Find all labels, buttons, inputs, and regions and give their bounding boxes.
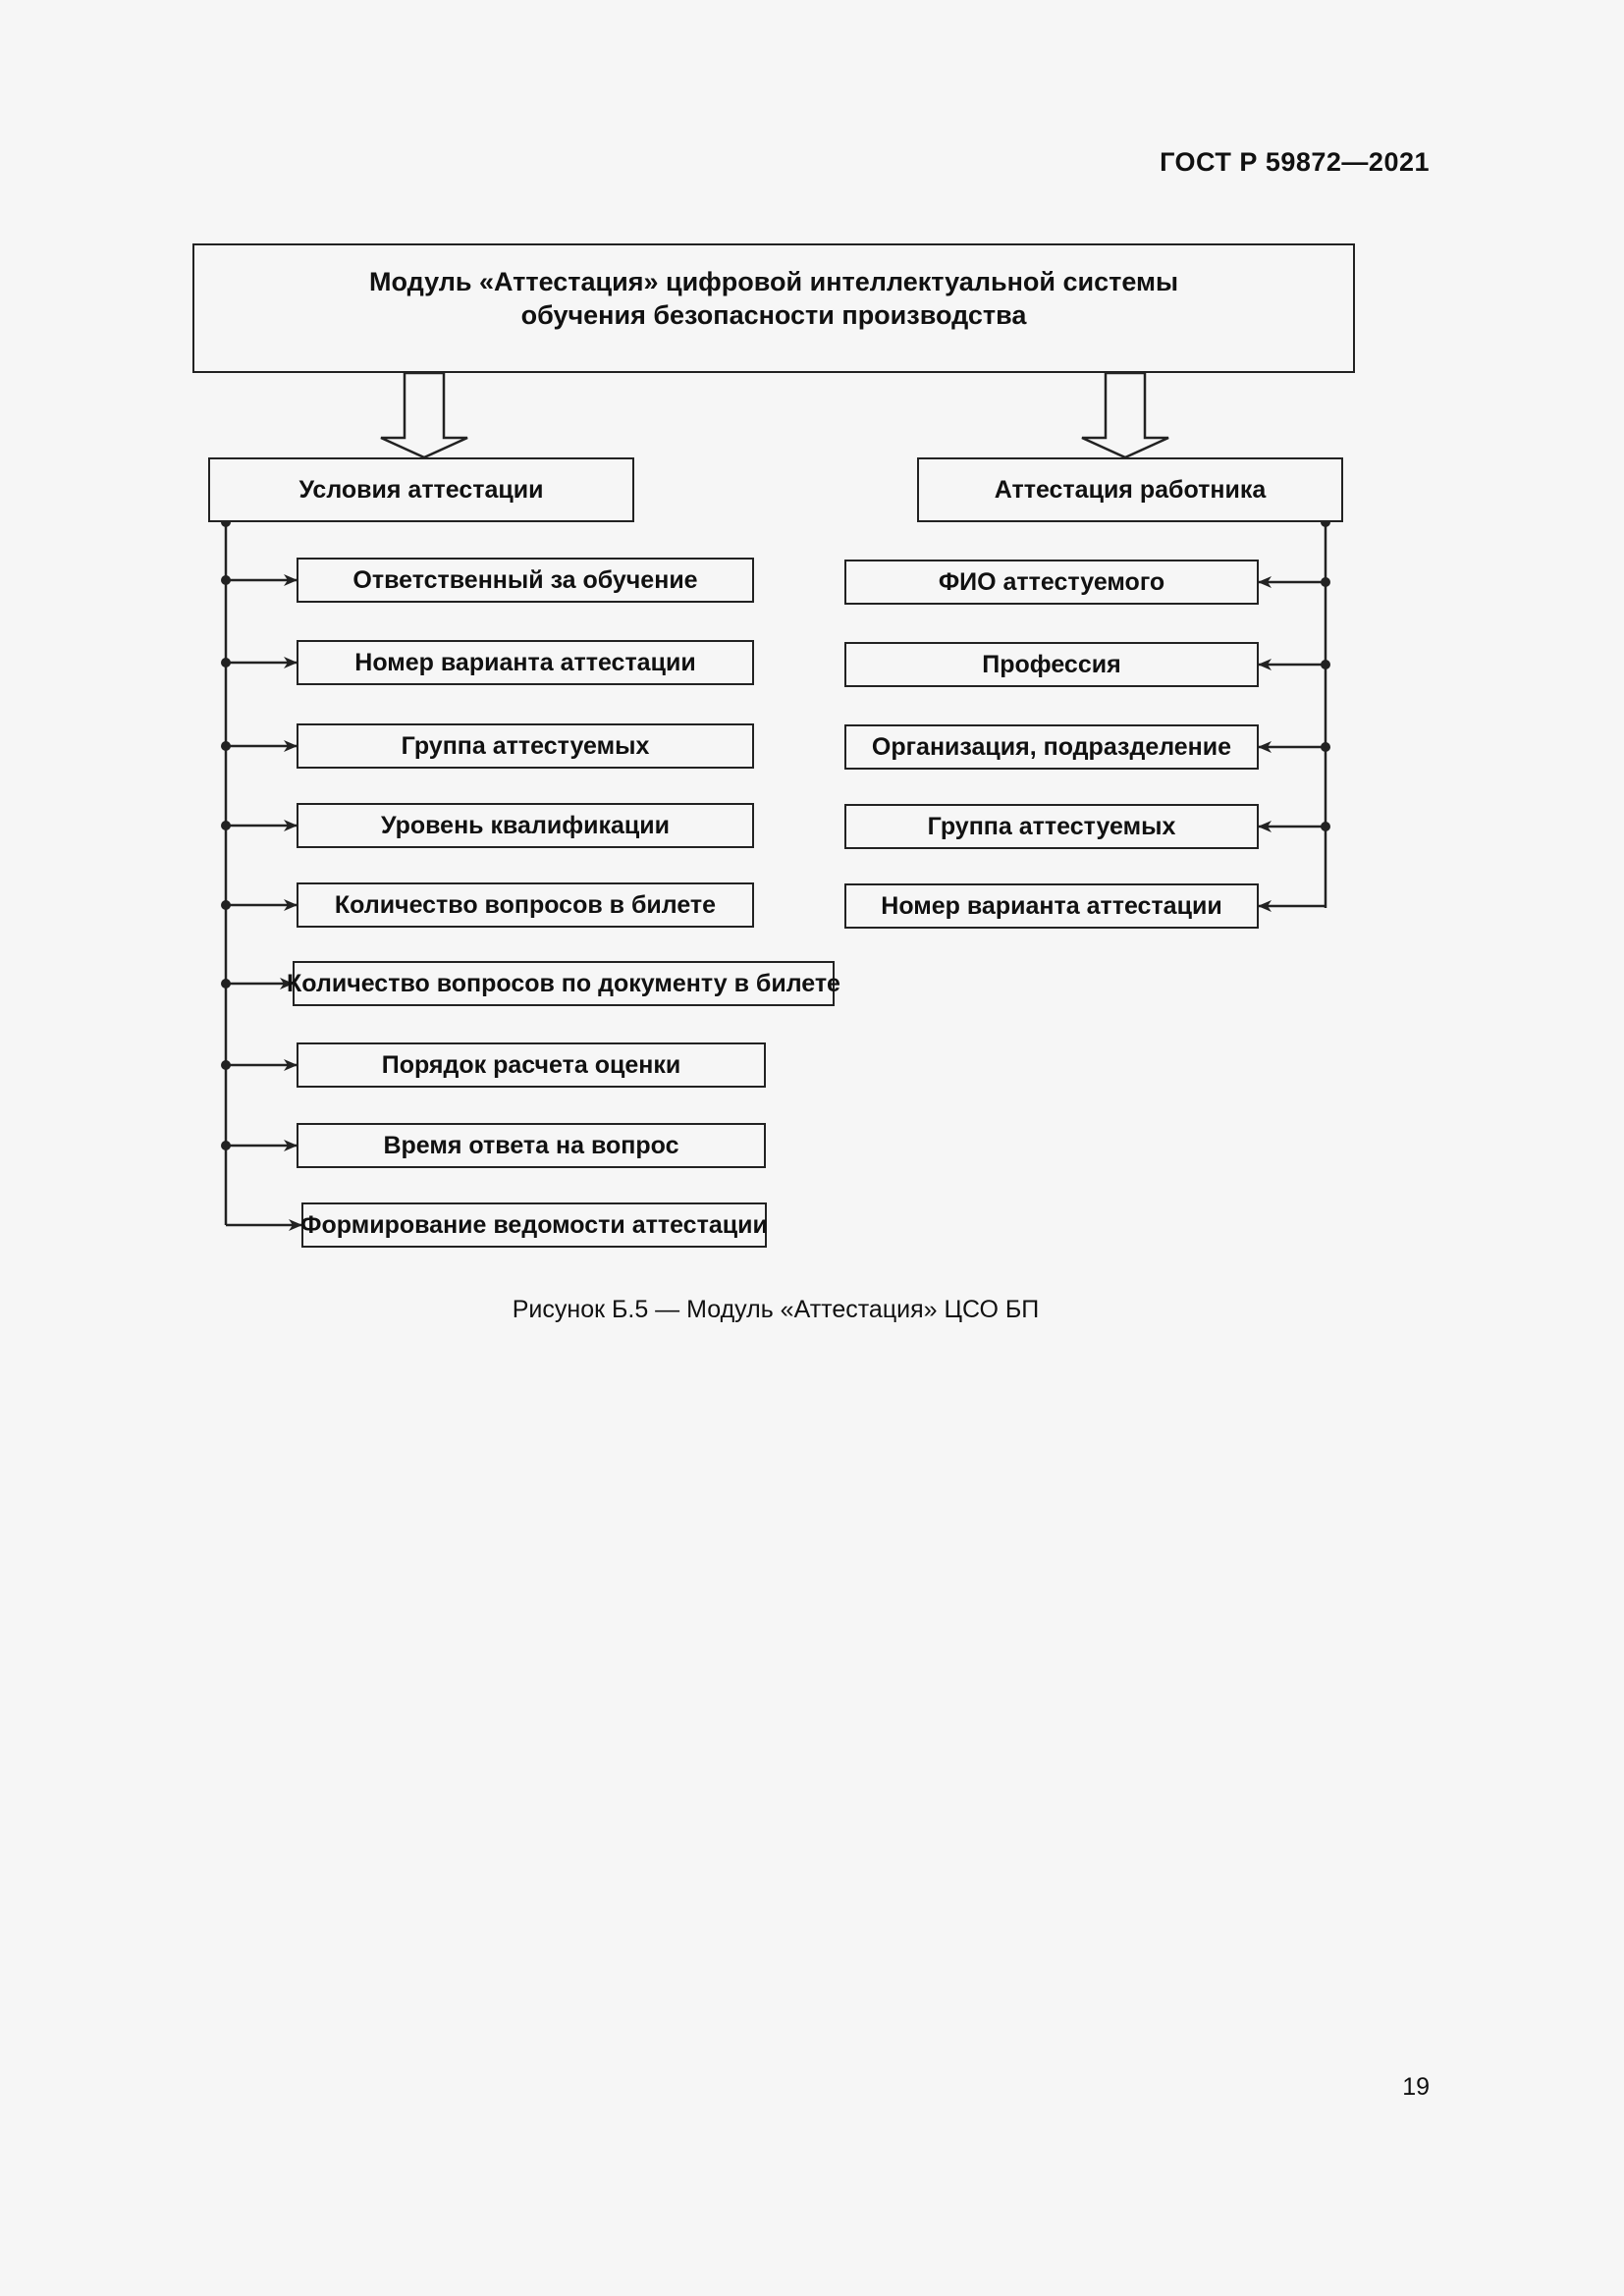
right-junction-dot: [1321, 822, 1330, 831]
left-junction-dot: [221, 1141, 231, 1150]
right-junction-dot: [1321, 577, 1330, 587]
left-item-box: Количество вопросов по документу в билет…: [287, 961, 840, 1006]
left-junction-dot: [221, 1060, 231, 1070]
left-junction-dot: [221, 821, 231, 830]
right-item-box: Номер варианта аттестации: [844, 883, 1259, 929]
document-code: ГОСТ Р 59872—2021: [1160, 147, 1430, 177]
hollow-arrow-left: [380, 371, 468, 459]
right-item-box: Профессия: [844, 642, 1259, 687]
page-number: 19: [1402, 2073, 1430, 2101]
right-item-box: ФИО аттестуемого: [844, 560, 1259, 605]
left-junction-dot: [221, 900, 231, 910]
left-junction-dot: [221, 741, 231, 751]
left-branch-box: Условия аттестации: [208, 457, 634, 522]
root-title-line1: Модуль «Аттестация» цифровой интеллектуа…: [368, 267, 1179, 296]
right-item-box: Группа аттестуемых: [844, 804, 1259, 849]
right-junction-dot: [1321, 742, 1330, 752]
right-item-box: Организация, подразделение: [844, 724, 1259, 770]
right-junction-dot: [1321, 660, 1330, 669]
left-item-box: Номер варианта аттестации: [297, 640, 754, 685]
hollow-arrow-right: [1081, 371, 1169, 459]
figure-caption: Рисунок Б.5 — Модуль «Аттестация» ЦСО БП: [512, 1296, 1040, 1323]
root-title-line2: обучения безопасности производства: [520, 300, 1027, 330]
left-item-box: Время ответа на вопрос: [297, 1123, 766, 1168]
left-item-box: Формирование ведомости аттестации: [300, 1202, 768, 1248]
left-item-box: Группа аттестуемых: [297, 723, 754, 769]
left-junction-dot: [221, 979, 231, 988]
root-module-box: Модуль «Аттестация» цифровой интеллектуа…: [192, 243, 1355, 373]
right-branch-box: Аттестация работника: [917, 457, 1343, 522]
left-junction-dot: [221, 575, 231, 585]
left-item-box: Ответственный за обучение: [297, 558, 754, 603]
left-item-box: Количество вопросов в билете: [297, 882, 754, 928]
left-item-box: Порядок расчета оценки: [297, 1042, 766, 1088]
left-item-box: Уровень квалификации: [297, 803, 754, 848]
left-junction-dot: [221, 658, 231, 667]
